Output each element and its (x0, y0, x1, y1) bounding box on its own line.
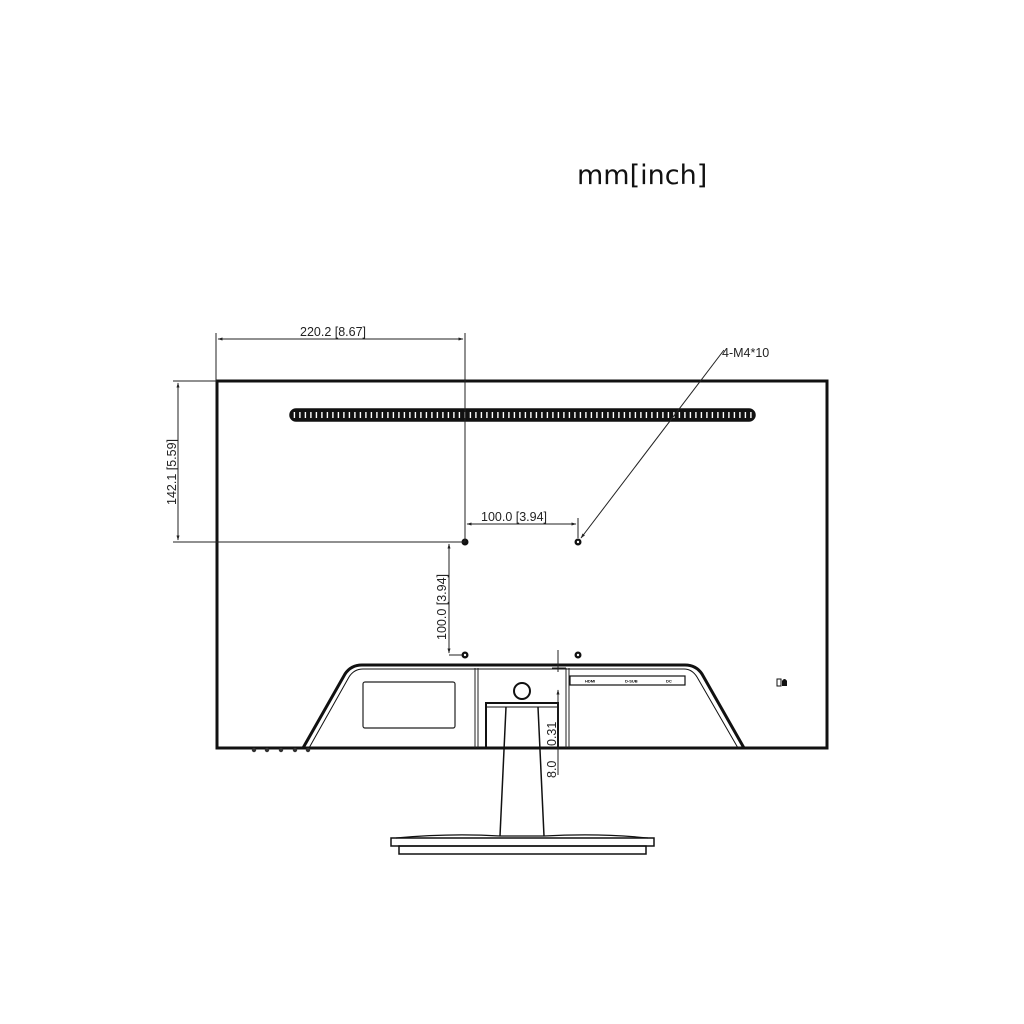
rear-housing: HDMI D-SUB DC (301, 663, 787, 749)
screw-spec-label: 4-M4*10 (722, 346, 769, 360)
dim-vertical-142: 142.1 [5.59] (165, 380, 465, 543)
port-hdmi: HDMI (585, 679, 595, 684)
label-plate (362, 681, 456, 729)
port-dc: DC (666, 679, 672, 684)
dim-142-label: 142.1 [5.59] (165, 439, 179, 505)
port-strip (569, 675, 686, 686)
dim-vesa-v-label: 100.0 [3.94] (435, 574, 449, 640)
units-label: mm[inch] (577, 160, 708, 191)
vesa-mount-holes (461, 538, 582, 659)
dim-gap-mm: 8.0 (545, 761, 559, 778)
lock-icon (776, 678, 787, 687)
dim-gap-inch: 0.31 (545, 722, 559, 746)
control-buttons (251, 747, 311, 753)
cable-hole (513, 682, 531, 700)
port-dsub: D-SUB (625, 679, 638, 684)
stand-base (390, 834, 655, 855)
dim-220-label: 220.2 [8.67] (300, 325, 366, 339)
dim-vesa-vertical: 100.0 [3.94] (435, 541, 465, 656)
dim-stand-gap: 8.0 0.31 (545, 650, 566, 778)
dim-vesa-h-label: 100.0 [3.94] (481, 510, 547, 524)
dim-vesa-horizontal: 100.0 [3.94] (466, 510, 579, 538)
monitor-body (215, 379, 829, 750)
vent-strip (289, 408, 756, 422)
screw-callout: 4-M4*10 (580, 346, 769, 539)
dim-horizontal-220: 220.2 [8.67] (215, 325, 466, 542)
